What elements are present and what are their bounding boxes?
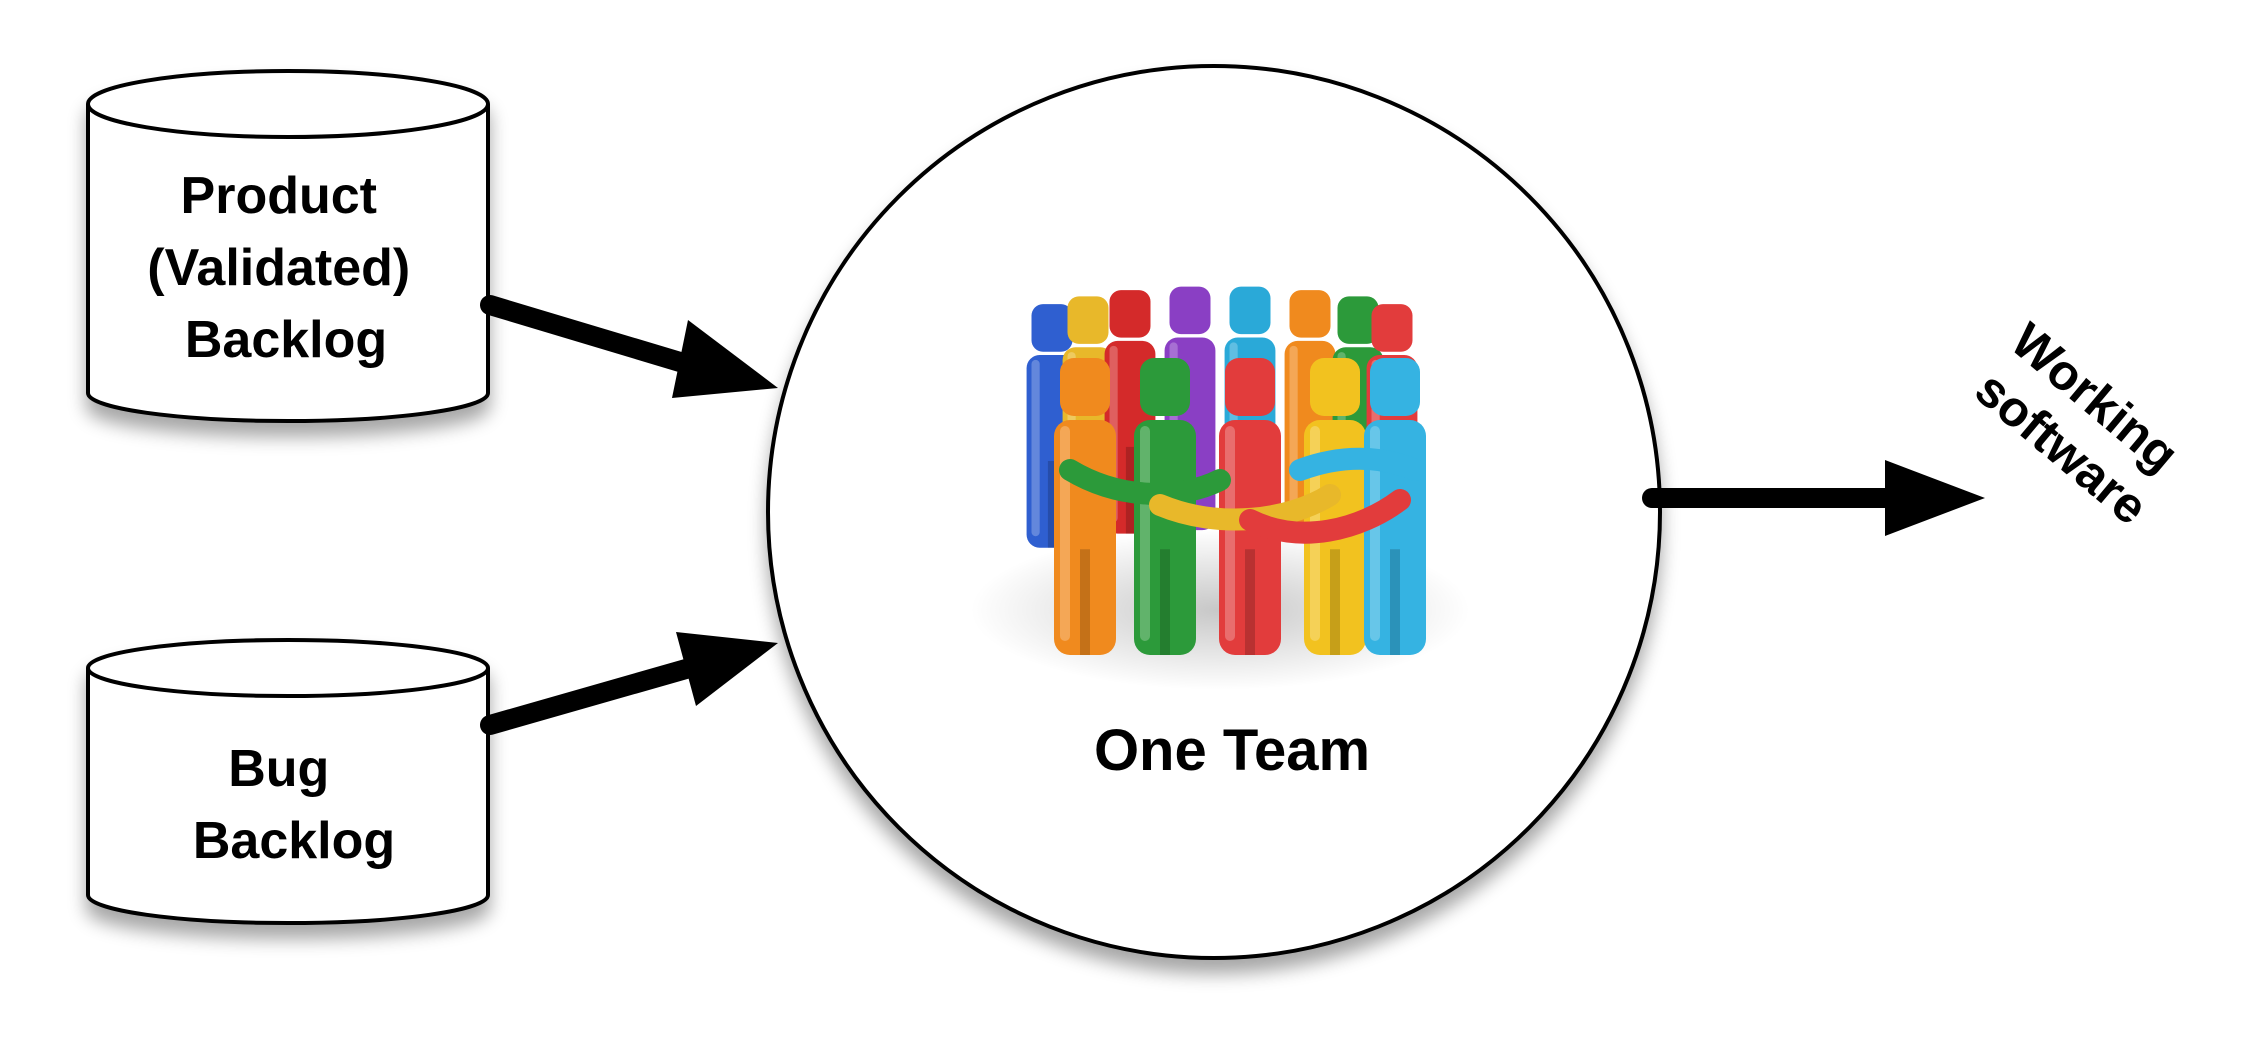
arrow-bug-to-team [480, 632, 778, 735]
working-software-label: Working software [1962, 312, 2200, 538]
product-backlog-line-2: (Validated) [147, 239, 410, 297]
bug-backlog-label: Bug Backlog [193, 740, 395, 870]
team-arm-link [1059, 459, 1231, 505]
team-arm-link [1289, 447, 1426, 481]
team-member-figure [1054, 358, 1116, 655]
arrow-team-to-output [1642, 460, 1985, 536]
product-backlog-line-1: Product [181, 167, 377, 225]
team-people-icon [970, 286, 1470, 690]
arrow-product-to-team [480, 295, 778, 398]
bug-backlog-cylinder [86, 638, 490, 925]
product-backlog-label: Product (Validated) Backlog [147, 167, 424, 369]
team-member-figure [1219, 358, 1281, 655]
bug-backlog-line-2: Backlog [193, 812, 395, 870]
product-backlog-line-3: Backlog [185, 311, 387, 369]
team-label: One Team [1094, 718, 1370, 783]
team-arm-link [1239, 489, 1411, 544]
bug-backlog-line-1: Bug [228, 740, 329, 798]
team-member-figure [1134, 358, 1196, 655]
product-backlog-cylinder [86, 69, 490, 423]
